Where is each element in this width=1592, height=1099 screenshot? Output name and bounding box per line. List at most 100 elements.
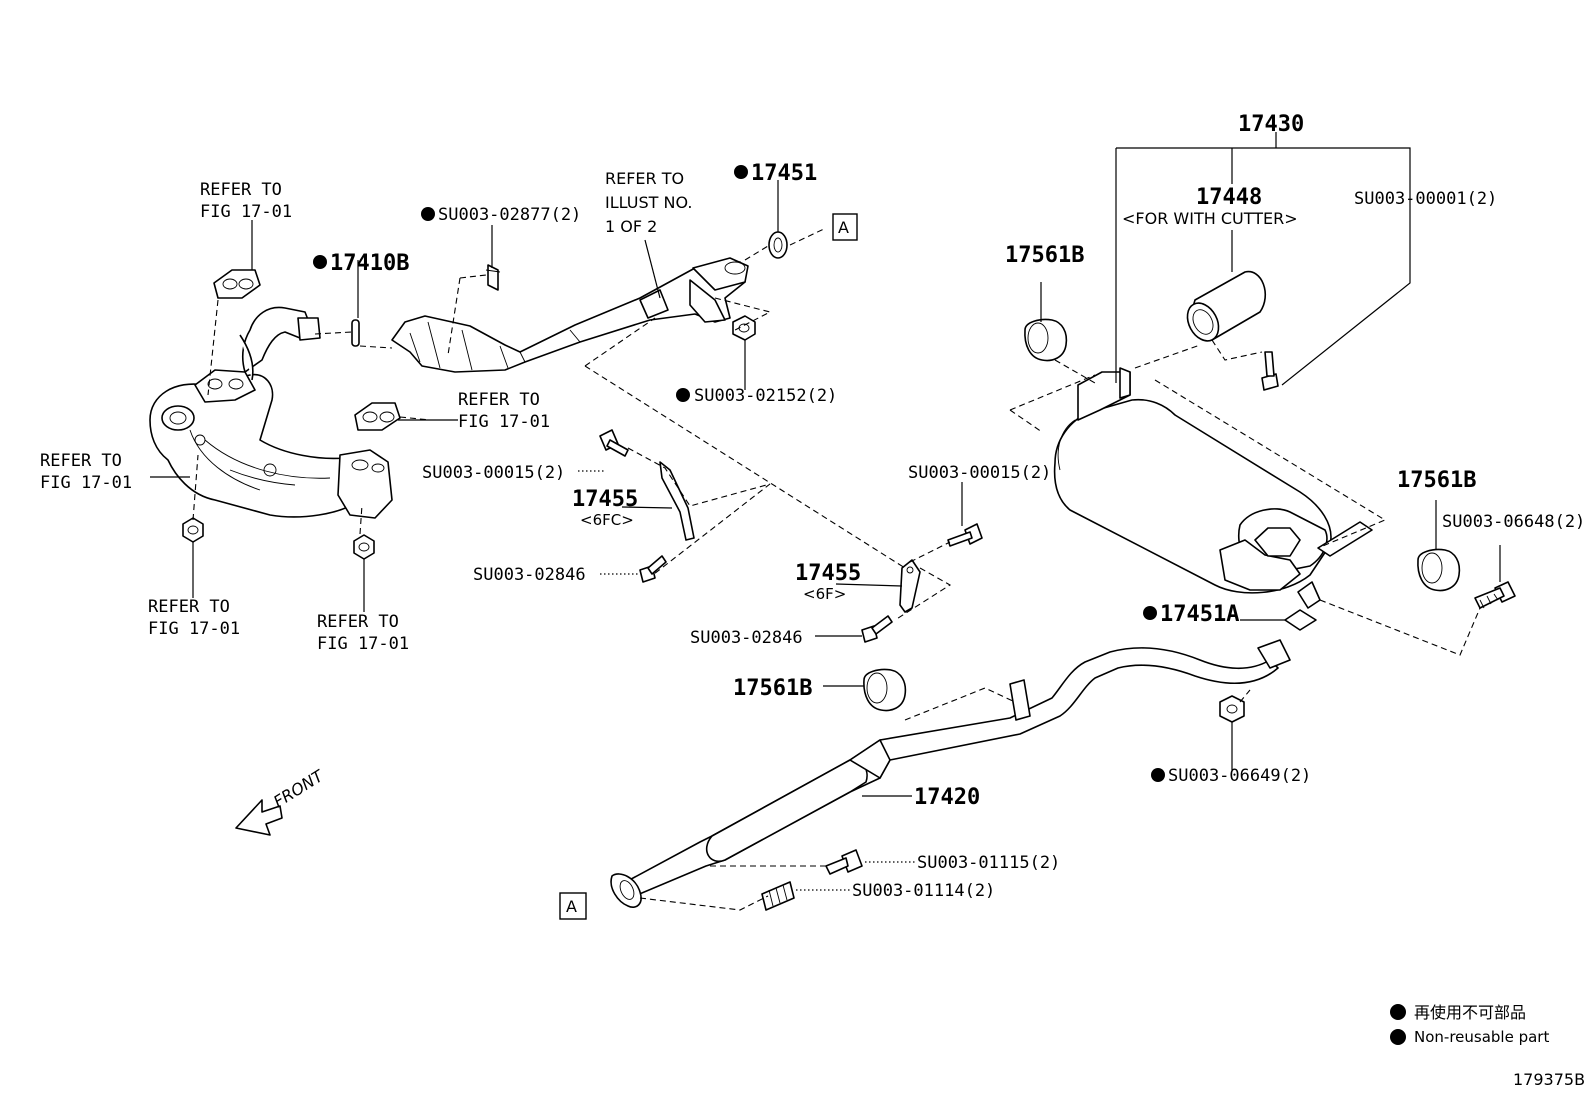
marker-a: A (566, 897, 577, 916)
part-number: 17455 (572, 487, 638, 512)
bolt-su003-02846-a (639, 555, 667, 583)
figure-id: 179375B (1513, 1070, 1585, 1089)
refer-fig-line1: REFER TO (317, 612, 399, 632)
legend: 再使用不可部品 Non-reusable part (1390, 1003, 1549, 1046)
refer-fig-line1: REFER TO (148, 597, 230, 617)
label-su003-06649: SU003-06649(2) (1151, 766, 1311, 786)
bolt-su003-00015-mid (947, 523, 983, 547)
hanger-17561B-top (1024, 318, 1068, 362)
label-17451A: 17451A (1143, 602, 1239, 627)
ring-gasket-17451 (768, 231, 788, 259)
bolt-su003-01114 (761, 881, 795, 911)
label-17561B-top: 17561B (1005, 243, 1084, 268)
label-su003-01115: SU003-01115(2) (917, 853, 1060, 873)
tail-cutter-17448 (1186, 270, 1267, 342)
legend-en: Non-reusable part (1414, 1028, 1549, 1046)
non-reusable-dot (734, 165, 748, 179)
legend-jp: 再使用不可部品 (1414, 1003, 1526, 1022)
part-number: 17561B (733, 676, 812, 701)
label-refer-fig-top-left: REFER TO FIG 17-01 (200, 180, 292, 222)
label-refer-fig-mid: REFER TO FIG 17-01 (458, 390, 550, 432)
front-label: FRONT (270, 766, 327, 812)
manifold-nut-right (353, 534, 375, 560)
refer-illust-line1: REFER TO (605, 169, 684, 188)
manifold-gasket-lower (354, 402, 401, 431)
refer-fig-line2: FIG 17-01 (458, 412, 550, 432)
part-number: 17420 (914, 785, 980, 810)
label-17451: 17451 (734, 161, 817, 186)
marker-a-top: A (832, 213, 858, 241)
label-su003-01114: SU003-01114(2) (852, 881, 995, 901)
part-number: 17448 (1196, 185, 1262, 210)
variant-note: <6FC> (580, 511, 634, 529)
label-su003-02846-a: SU003-02846 (473, 565, 586, 585)
label-17561B-right: 17561B (1397, 468, 1476, 493)
legend-dot-en (1390, 1029, 1406, 1045)
part-number: SU003-02152(2) (694, 386, 837, 406)
part-number: 17451A (1160, 602, 1239, 627)
front-pipe-catalyst (391, 257, 749, 373)
part-number: SU003-01115(2) (917, 853, 1060, 873)
part-number: 17410B (330, 251, 409, 276)
gasket-17451A (1284, 609, 1317, 631)
center-pipe-17420 (610, 639, 1291, 908)
part-number: SU003-00015(2) (908, 463, 1051, 483)
part-number: SU003-02846 (473, 565, 586, 585)
part-number: SU003-00001(2) (1354, 189, 1497, 209)
manifold-nut-left (182, 517, 204, 543)
non-reusable-dot (1151, 768, 1165, 782)
bolt-su003-00015-left (599, 429, 629, 457)
part-number: SU003-01114(2) (852, 881, 995, 901)
part-number: SU003-06648(2) (1442, 512, 1585, 532)
nut-su003-06649 (1219, 695, 1245, 723)
nut-su003-02152 (732, 315, 756, 341)
gasket-17410B (351, 319, 360, 347)
label-17430: 17430 (1238, 112, 1304, 137)
label-17455-6f: 17455 <6F> (795, 561, 861, 603)
part-number: SU003-00015(2) (422, 463, 565, 483)
label-su003-02877: SU003-02877(2) (421, 205, 581, 225)
bolt-su003-02846-b (861, 615, 893, 643)
refer-fig-line2: FIG 17-01 (200, 202, 292, 222)
variant-note: <6F> (803, 585, 846, 603)
part-number: 17451 (751, 161, 817, 186)
front-arrow-icon (235, 799, 283, 836)
label-refer-fig-left: REFER TO FIG 17-01 (40, 451, 132, 493)
bolt-su003-06648 (1474, 581, 1516, 609)
legend-dot-jp (1390, 1004, 1406, 1020)
non-reusable-dot (421, 207, 435, 221)
label-su003-00015-mid: SU003-00015(2) (908, 463, 1051, 483)
label-17410B: 17410B (313, 251, 409, 276)
label-17455-6fc: 17455 <6FC> (572, 487, 638, 529)
refer-fig-line2: FIG 17-01 (148, 619, 240, 639)
label-su003-02152: SU003-02152(2) (676, 386, 837, 406)
leader-lines (150, 132, 1501, 891)
refer-fig-line1: REFER TO (40, 451, 122, 471)
variant-note: <FOR WITH CUTTER> (1122, 209, 1298, 228)
hanger-17561B-mid (863, 668, 907, 712)
part-number: 17430 (1238, 112, 1304, 137)
refer-fig-line2: FIG 17-01 (40, 473, 132, 493)
bracket-17455-6f (899, 559, 921, 613)
label-su003-02846-b: SU003-02846 (690, 628, 803, 648)
screw-su003-00001 (1261, 351, 1279, 391)
main-muffler-17430 (1053, 367, 1373, 609)
refer-fig-line1: REFER TO (200, 180, 282, 200)
label-refer-illust: REFER TO ILLUST NO. 1 OF 2 (605, 169, 692, 236)
non-reusable-dot (676, 388, 690, 402)
non-reusable-dot (1143, 606, 1157, 620)
hanger-17561B-right (1417, 548, 1461, 592)
part-number: 17561B (1397, 468, 1476, 493)
refer-illust-line2: ILLUST NO. (605, 193, 692, 212)
part-number: 17561B (1005, 243, 1084, 268)
refer-illust-line3: 1 OF 2 (605, 217, 657, 236)
refer-fig-line1: REFER TO (458, 390, 540, 410)
exhaust-manifold (149, 306, 393, 519)
label-refer-fig-bottom-a: REFER TO FIG 17-01 (148, 597, 240, 639)
marker-a: A (838, 218, 849, 237)
front-direction-indicator: FRONT (235, 766, 328, 836)
label-su003-00015-left: SU003-00015(2) (422, 463, 565, 483)
part-number: SU003-02846 (690, 628, 803, 648)
part-number: SU003-02877(2) (438, 205, 581, 225)
